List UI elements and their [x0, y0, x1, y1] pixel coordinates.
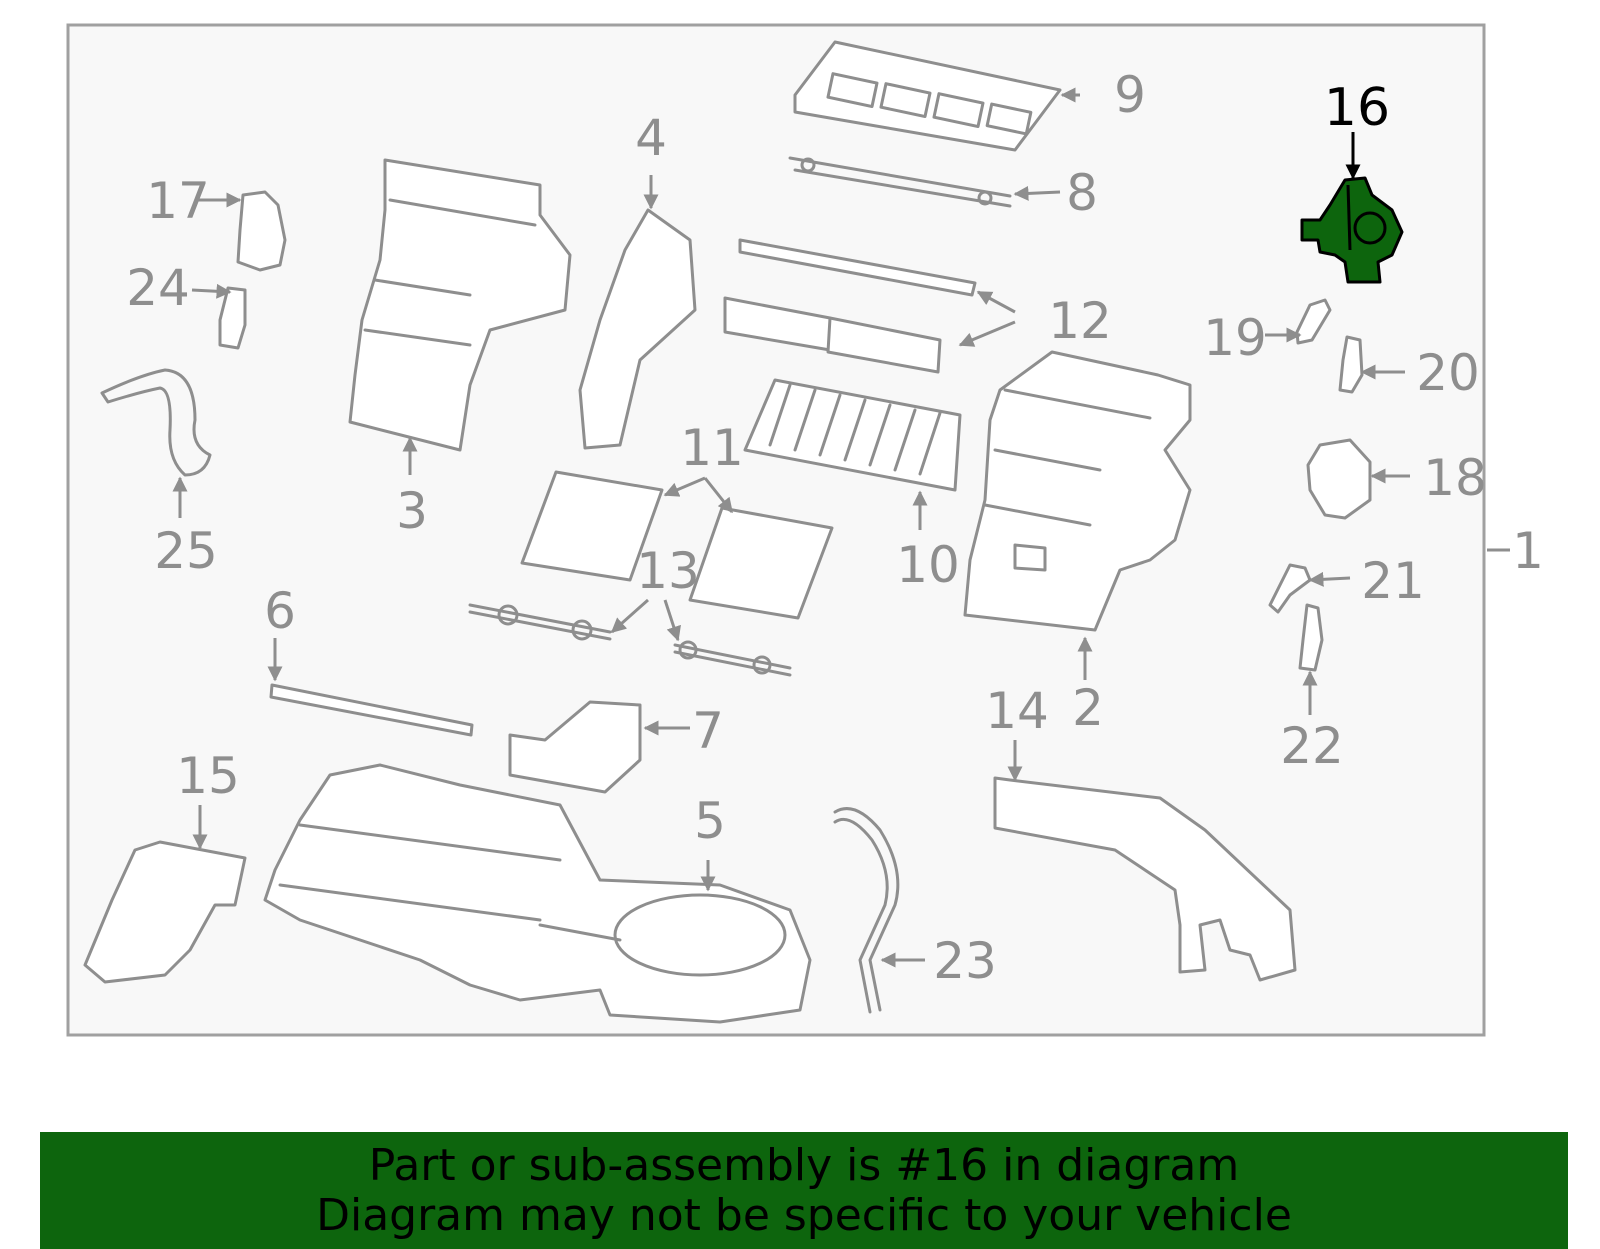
callout-4: 4 — [635, 109, 667, 167]
callout-3: 3 — [396, 482, 428, 540]
callout-5: 5 — [694, 792, 726, 850]
part-5-blower-case — [263, 763, 812, 1024]
part-14-duct — [993, 776, 1297, 982]
leader-lines — [172, 87, 1510, 968]
part-3-case — [348, 158, 572, 452]
callout-25: 25 — [154, 522, 218, 580]
part-15-duct — [83, 840, 247, 984]
callout-11: 11 — [680, 419, 744, 477]
part-5-ribs — [278, 823, 622, 942]
part-12-filters — [723, 238, 977, 374]
callout-23: 23 — [933, 932, 997, 990]
part-11-heater-cores — [520, 470, 834, 620]
callout-1: 1 — [1512, 522, 1544, 580]
part-10-evaporator — [743, 378, 962, 492]
part-25-hose — [100, 368, 212, 477]
part-7-duct — [508, 700, 642, 794]
part-8-seal — [788, 156, 1012, 208]
callout-6: 6 — [264, 582, 296, 640]
part-3-ribs — [363, 198, 537, 347]
callout-10: 10 — [896, 536, 960, 594]
part-20-clip — [1338, 335, 1364, 394]
callout-14: 14 — [985, 682, 1049, 740]
callout-15: 15 — [176, 747, 240, 805]
part-9-grille — [793, 40, 1062, 152]
part-13-rods — [468, 603, 792, 677]
callout-labels: 1 2 3 4 5 6 7 8 9 10 11 12 13 14 15 16 1… — [126, 66, 1544, 990]
banner-line-disclaimer: Diagram may not be specific to your vehi… — [316, 1189, 1292, 1241]
callout-20: 20 — [1416, 344, 1480, 402]
callout-2: 2 — [1072, 679, 1104, 737]
callout-12: 12 — [1048, 292, 1112, 350]
callout-13: 13 — [636, 542, 700, 600]
callout-16-highlighted: 16 — [1324, 78, 1390, 138]
part-16-actuator-highlighted — [1300, 176, 1404, 284]
callout-18: 18 — [1423, 449, 1487, 507]
callout-9: 9 — [1114, 66, 1146, 124]
callout-21: 21 — [1361, 552, 1425, 610]
callout-17: 17 — [146, 172, 210, 230]
callout-19: 19 — [1203, 309, 1267, 367]
callout-22: 22 — [1280, 717, 1344, 775]
part-2-ribs — [983, 388, 1152, 572]
part-4-bracket — [578, 208, 697, 450]
banner-line-part: Part or sub-assembly is #16 in diagram — [368, 1139, 1240, 1191]
part-23-hose — [833, 807, 900, 1014]
callout-8: 8 — [1066, 164, 1098, 222]
callout-24: 24 — [126, 259, 190, 317]
part-22-clip — [1298, 603, 1324, 672]
part-24-clip — [218, 286, 247, 350]
part-5-blower-opening — [613, 893, 787, 977]
info-banner: Part or sub-assembly is #16 in diagram D… — [40, 1132, 1568, 1249]
part-21-clip — [1268, 563, 1312, 614]
part-17-actuator — [236, 190, 287, 272]
part-18-motor — [1306, 438, 1372, 520]
callout-7: 7 — [692, 702, 724, 760]
part-6-strip — [269, 683, 474, 737]
part-2-case — [963, 350, 1192, 632]
